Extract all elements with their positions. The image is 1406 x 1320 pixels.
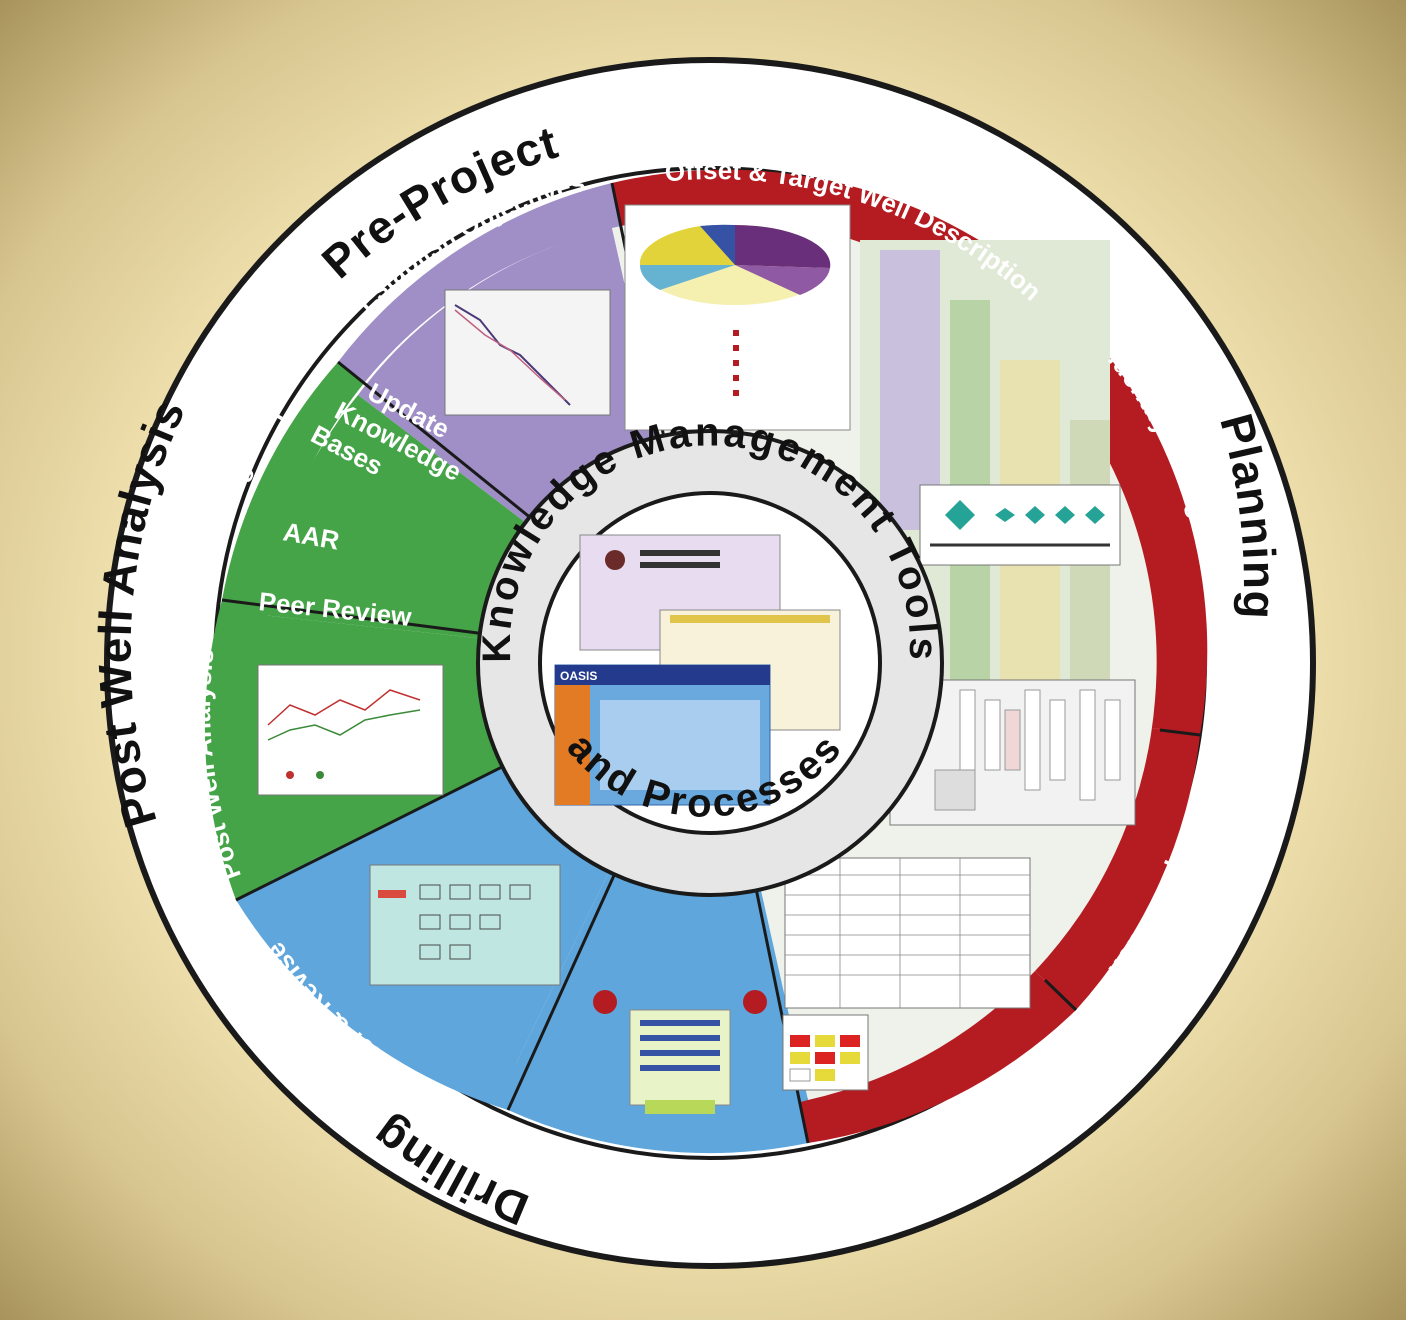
implement-image: [593, 990, 767, 1114]
line-chart-image: [444, 289, 611, 416]
oasis-logo-text: OASIS: [560, 669, 597, 683]
hub-screenshot-oasis: OASIS: [554, 664, 771, 806]
post-well-chart-image: [257, 664, 444, 796]
pie-chart-image: [624, 204, 851, 431]
table-image: [784, 857, 1031, 1009]
risk-matrix-image: [782, 1014, 869, 1091]
histogram-image: [919, 484, 1121, 566]
monitor-screen-image: [369, 864, 561, 986]
